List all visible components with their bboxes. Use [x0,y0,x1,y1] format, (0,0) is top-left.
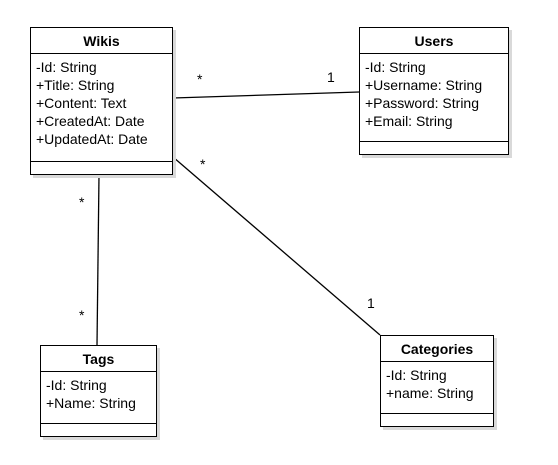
class-tags-methods [41,424,156,436]
multiplicity-wikis-categories-wikis-end: * [200,156,206,172]
attribute: +Name: String [46,395,136,411]
class-categories[interactable]: Categories -Id: String +name: String [380,335,494,427]
attribute: -Id: String [36,59,97,75]
class-wikis[interactable]: Wikis -Id: String +Title: String +Conten… [30,27,173,175]
attribute: +Username: String [365,77,483,93]
multiplicity-wikis-categories-categories-end: 1 [367,295,375,311]
association-wikis-categories[interactable] [172,156,381,336]
class-users-attributes: -Id: String +Username: String +Password:… [360,54,508,142]
class-wikis-attributes: -Id: String +Title: String +Content: Tex… [31,54,172,162]
multiplicity-wikis-users-users-end: 1 [327,69,335,85]
class-tags-attributes: -Id: String +Name: String [41,372,156,424]
class-users-methods [360,142,508,154]
attribute: +CreatedAt: Date [36,113,145,129]
class-categories-name: Categories [381,336,493,362]
attribute: +Title: String [36,77,115,93]
class-users[interactable]: Users -Id: String +Username: String +Pas… [359,27,509,155]
multiplicity-wikis-users-wikis-end: * [197,71,203,87]
attribute: +name: String [386,385,474,401]
association-wikis-users[interactable] [172,91,360,99]
class-tags-name: Tags [41,346,156,372]
class-wikis-methods [31,162,172,174]
multiplicity-wikis-tags-wikis-end: * [79,194,85,210]
association-wikis-tags[interactable] [96,174,100,346]
class-tags[interactable]: Tags -Id: String +Name: String [40,345,157,437]
attribute: +Email: String [365,113,453,129]
attribute: -Id: String [386,367,447,383]
attribute: +Content: Text [36,95,127,111]
class-users-name: Users [360,28,508,54]
attribute: -Id: String [46,377,107,393]
class-categories-methods [381,414,493,426]
multiplicity-wikis-tags-tags-end: * [79,307,85,323]
attribute: +Password: String [365,95,479,111]
attribute: +UpdatedAt: Date [36,131,148,147]
attribute: -Id: String [365,59,426,75]
class-wikis-name: Wikis [31,28,172,54]
class-categories-attributes: -Id: String +name: String [381,362,493,414]
